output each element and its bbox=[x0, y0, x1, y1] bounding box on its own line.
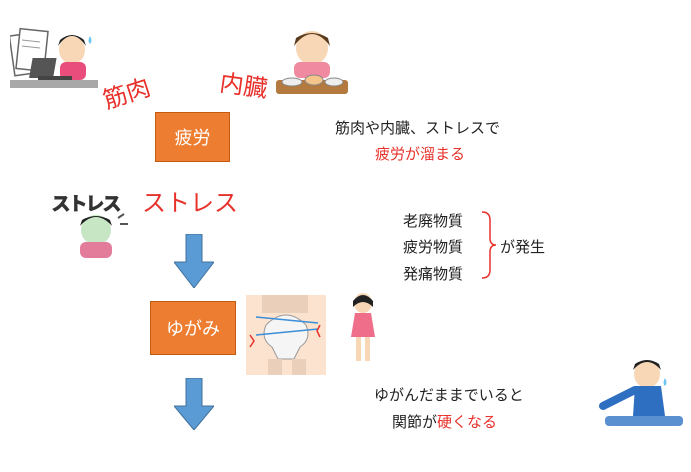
muscle-label: 筋肉 bbox=[99, 73, 154, 115]
substance-waste: 老廃物質 bbox=[403, 212, 464, 230]
stress-label: ストレス bbox=[142, 189, 238, 217]
stress-illustration-text: ストレス bbox=[51, 193, 121, 215]
accumulate-line1: 筋肉や内臓、ストレスで bbox=[335, 119, 501, 137]
substance-fatigue: 疲労物質 bbox=[403, 238, 464, 256]
distortion-box: ゆがみ bbox=[150, 301, 236, 355]
stress-person-illustration bbox=[52, 184, 138, 260]
accumulate-line2: 疲労が溜まる bbox=[375, 145, 466, 163]
fatigue-box: 疲労 bbox=[155, 112, 230, 162]
office-worker-illustration bbox=[8, 16, 100, 101]
stretching-man-illustration bbox=[595, 350, 687, 440]
stiff-prefix: 関節が bbox=[392, 413, 438, 431]
substances-brace bbox=[481, 211, 497, 279]
occur-text: が発生 bbox=[500, 238, 546, 256]
stiff-highlight: 硬くなる bbox=[437, 413, 498, 431]
stiff-line2: 関節が硬くなる bbox=[392, 411, 497, 432]
down-arrow-1 bbox=[174, 234, 214, 288]
down-arrow-2 bbox=[174, 378, 214, 430]
fatigue-box-label: 疲労 bbox=[174, 128, 211, 149]
standing-girl-illustration bbox=[343, 291, 383, 365]
eating-person-illustration bbox=[272, 22, 352, 100]
distortion-box-label: ゆがみ bbox=[166, 319, 220, 340]
substance-pain: 発痛物質 bbox=[403, 265, 464, 283]
stiff-line1: ゆがんだままでいると bbox=[374, 386, 524, 404]
pelvis-illustration bbox=[246, 295, 326, 375]
organs-label: 内臓 bbox=[217, 68, 270, 104]
